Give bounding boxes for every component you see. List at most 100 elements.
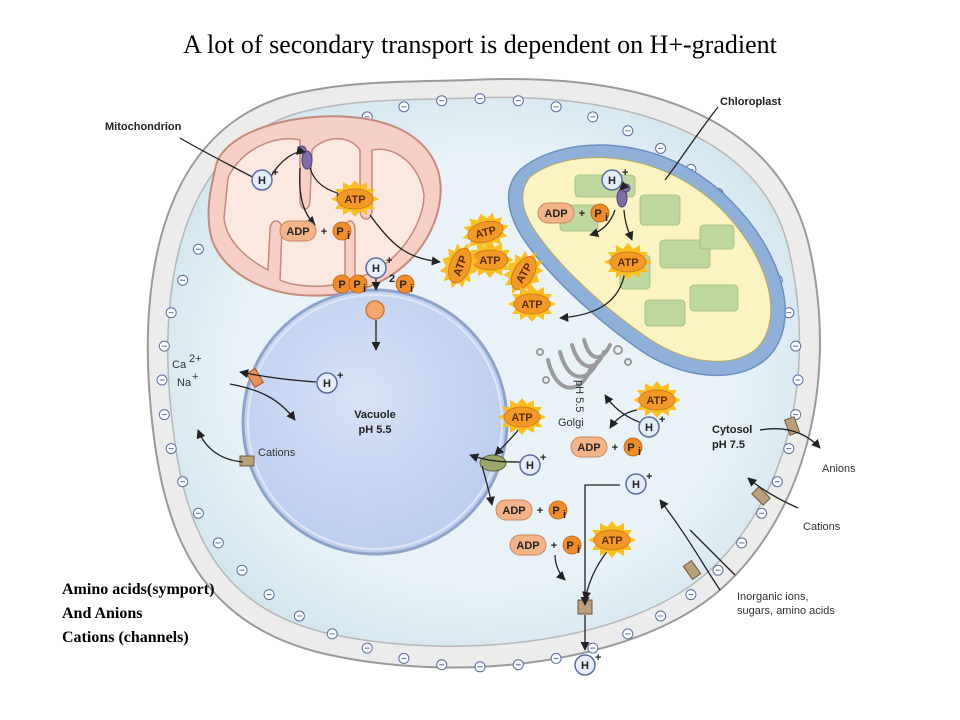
footnote: Amino acids(symport) And Anions Cations … (62, 578, 214, 650)
label-cytosol-ph: pH 7.5 (712, 439, 745, 451)
atp-chloro: ATP (603, 242, 653, 281)
label-vacuole: Vacuole (354, 409, 396, 421)
atp-plasma-membrane: ATP (587, 520, 637, 559)
svg-text:i: i (363, 283, 366, 295)
golgi (536, 338, 632, 390)
svg-text:ATP: ATP (601, 535, 622, 547)
flux-arrows (179, 106, 821, 651)
label-anions: Anions (822, 463, 856, 475)
label-cations-left: Cations (258, 447, 296, 459)
vacuole-pump (365, 300, 385, 320)
svg-text:ADP: ADP (502, 505, 525, 517)
svg-text:P: P (627, 442, 634, 454)
h-ion-golgi: H+ (638, 414, 665, 438)
atp-cytosol-1: ATP (457, 206, 514, 256)
svg-text:Na: Na (177, 377, 192, 389)
atp-mito: ATP (330, 179, 380, 218)
pm-anion-channel (783, 416, 801, 436)
svg-text:P: P (594, 208, 601, 220)
slide-title: A lot of secondary transport is dependen… (183, 30, 777, 59)
svg-text:P: P (552, 505, 559, 517)
pm-symporter (682, 559, 702, 581)
svg-text:+: + (192, 371, 198, 383)
note-line-3: Cations (channels) (62, 629, 189, 646)
label-na: Na + (177, 371, 198, 389)
svg-text:ATP: ATP (344, 194, 365, 206)
svg-text:P: P (566, 540, 573, 552)
mitochondrion (207, 115, 442, 297)
svg-text:H: H (608, 175, 616, 187)
h-ion-cytosol: H+ (625, 471, 652, 495)
svg-text:ATP: ATP (511, 412, 532, 424)
adp-chloro: ADP + P i (537, 202, 610, 224)
svg-text:P: P (338, 279, 345, 291)
label-chloroplast: Chloroplast (720, 96, 781, 108)
h-ions: H+ H+ H+ H+ H+ H+ H+ H+ (251, 167, 665, 676)
label-cytosol: Cytosol (712, 424, 752, 436)
svg-text:+: + (622, 167, 628, 179)
atp-group: ATP ATP ATP ATP ATP ATP ATP ATP (330, 179, 682, 559)
svg-text:i: i (605, 212, 608, 224)
vacuole (241, 288, 509, 556)
svg-text:2+: 2+ (189, 353, 202, 365)
vacuole-cation-channel (239, 455, 255, 467)
svg-text:ADP: ADP (516, 540, 539, 552)
svg-text:ADP: ADP (544, 208, 567, 220)
mito-atp-synthase (301, 150, 313, 170)
svg-text:H: H (581, 660, 589, 672)
svg-text:H: H (258, 175, 266, 187)
svg-text:H: H (632, 479, 640, 491)
h-ion-vacuole-right: H+ (519, 452, 546, 476)
h-ion-vacuole-left: H+ (316, 370, 343, 394)
atp-cytosol-5: ATP (507, 284, 557, 323)
svg-text:+: + (321, 226, 327, 238)
svg-text:i: i (638, 446, 641, 458)
svg-text:+: + (579, 208, 585, 220)
svg-text:P: P (399, 279, 406, 291)
svg-text:H: H (372, 263, 380, 275)
adp-mito: ADP + P i (279, 220, 352, 242)
label-vacuole-ph: pH 5.5 (358, 424, 391, 436)
svg-text:P: P (353, 279, 360, 291)
svg-text:Ca: Ca (172, 359, 187, 371)
h-ion-mito: H+ (251, 167, 278, 191)
svg-text:ATP: ATP (617, 257, 638, 269)
svg-text:H: H (323, 378, 331, 390)
svg-text:ADP: ADP (286, 226, 309, 238)
adp-golgi: ADP + P i (570, 436, 643, 458)
atp-cytosol-4: ATP (494, 242, 552, 304)
label-inorganic-1: Inorganic ions, (737, 591, 809, 603)
svg-text:H: H (645, 422, 653, 434)
svg-text:+: + (537, 505, 543, 517)
h-ion-chloro: H+ (601, 167, 628, 191)
h-ion-outside: H+ (574, 652, 601, 676)
svg-text:i: i (410, 283, 413, 295)
svg-text:ATP: ATP (521, 299, 542, 311)
svg-text:+: + (540, 452, 546, 464)
svg-text:+: + (612, 442, 618, 454)
atp-golgi: ATP (632, 380, 682, 419)
thylakoids (559, 174, 739, 327)
svg-text:+: + (551, 540, 557, 552)
svg-text:ATP: ATP (646, 395, 667, 407)
adp-plasma-membrane: ADP + P i (509, 534, 582, 556)
label-golgi-ph: pH 5.5 (573, 380, 585, 412)
ppi-group: P P i 2 P i (332, 273, 415, 295)
label-golgi: Golgi (558, 417, 584, 429)
adp-vacuole: ADP + P i (495, 499, 568, 521)
label-cations-right: Cations (803, 521, 841, 533)
label-mitochondrion: Mitochondrion (105, 121, 182, 133)
h-ion-vacuole-top: H+ (365, 255, 392, 279)
svg-text:+: + (386, 255, 392, 267)
svg-text:i: i (347, 230, 350, 242)
svg-text:+: + (272, 167, 278, 179)
svg-text:i: i (563, 509, 566, 521)
atp-cytosol-2: ATP (465, 240, 515, 279)
label-ca: Ca 2+ (172, 353, 202, 371)
svg-text:ADP: ADP (577, 442, 600, 454)
svg-text:+: + (337, 370, 343, 382)
note-line-1: Amino acids(symport) (62, 581, 215, 598)
svg-text:+: + (595, 652, 601, 664)
